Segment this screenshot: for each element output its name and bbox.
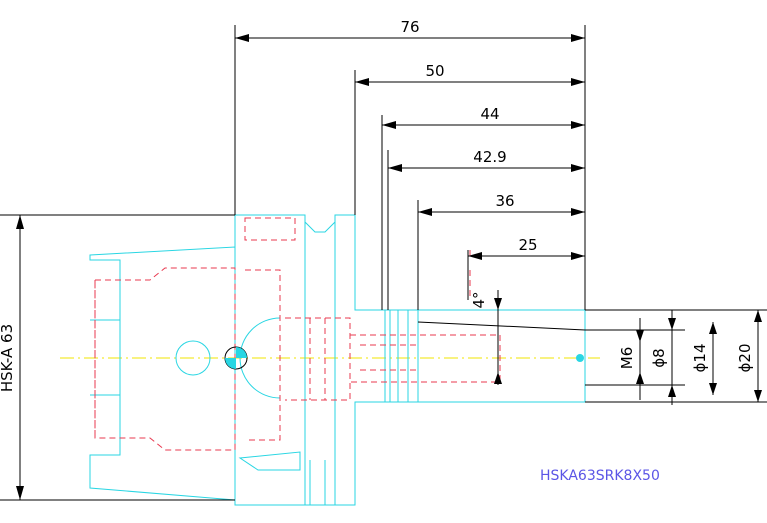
dim-50: 50 (425, 62, 444, 80)
part-label: HSKA63SRK8X50 (540, 468, 660, 484)
hsk-taper-outline (89, 214, 586, 506)
dim-42-9: 42.9 (473, 148, 506, 166)
center-marker (224, 346, 584, 370)
dim-d20: ϕ20 (736, 344, 754, 373)
dim-44: 44 (480, 105, 499, 123)
dim-36: 36 (495, 192, 514, 210)
dim-76: 76 (400, 18, 419, 36)
dim-d14: ϕ14 (691, 344, 709, 373)
dim-d8: ϕ8 (650, 348, 668, 367)
hidden-lines (94, 217, 501, 451)
dim-hsk-a63: HSK-A 63 (0, 324, 16, 392)
dim-m6: M6 (618, 347, 636, 370)
diameter-dimensions: M6 ϕ8 ϕ14 ϕ20 (618, 310, 762, 405)
extension-lines (0, 25, 767, 501)
angle-dimension: 4° (417, 290, 586, 385)
dim-4-deg: 4° (470, 291, 488, 308)
hsk-vertical-dimension: HSK-A 63 (0, 215, 24, 500)
dim-25: 25 (518, 236, 537, 254)
horizontal-dimensions: 76 50 44 42.9 36 25 (235, 18, 585, 260)
